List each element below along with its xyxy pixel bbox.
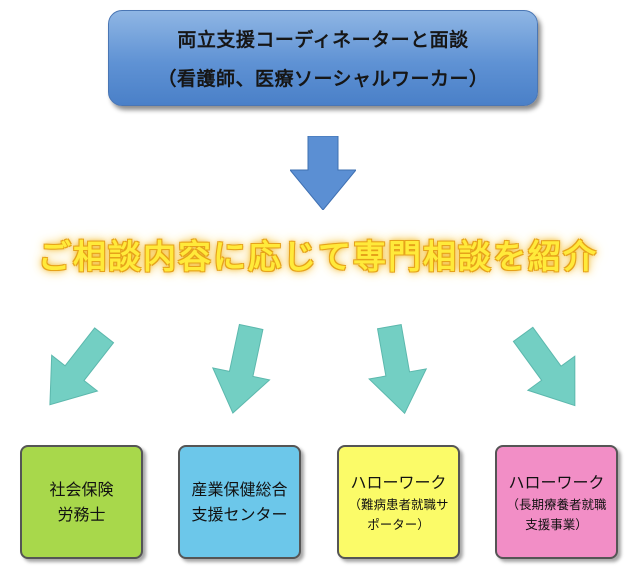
hello-work-intractable-disease-box: ハローワーク （難病患者就職サ ポーター） bbox=[337, 445, 460, 559]
box-4-title: ハローワーク bbox=[508, 472, 605, 492]
consultation-title: 両立支援コーディネーターと面談 bbox=[177, 29, 469, 51]
arrow-to-box-3-icon bbox=[368, 324, 428, 415]
box-2-line-2: 支援センター bbox=[191, 505, 288, 524]
down-arrow-icon bbox=[290, 136, 356, 210]
box-3-title: ハローワーク bbox=[350, 472, 447, 492]
box-2-line-1: 産業保健総合 bbox=[191, 480, 288, 499]
arrow-to-box-2-icon bbox=[211, 323, 271, 414]
arrow-to-box-1-icon bbox=[49, 327, 115, 406]
box-3-sub-line-1: （難病患者就職サ bbox=[348, 496, 449, 512]
occupational-health-center-box: 産業保健総合 支援センター bbox=[178, 445, 301, 559]
consultation-subtitle: （看護師、医療ソーシャルワーカー） bbox=[157, 68, 489, 90]
box-1-line-1: 社会保険 bbox=[49, 480, 114, 499]
labor-consultant-box: 社会保険 労務士 bbox=[20, 445, 143, 559]
arrow-to-box-4-icon bbox=[512, 326, 576, 407]
box-1-line-2: 労務士 bbox=[57, 505, 106, 524]
box-4-sub-line-2: 支援事業） bbox=[525, 516, 588, 532]
consultation-box: 両立支援コーディネーターと面談 （看護師、医療ソーシャルワーカー） bbox=[108, 10, 538, 106]
hello-work-long-term-care-box: ハローワーク （長期療養者就職 支援事業） bbox=[495, 445, 618, 559]
referral-banner: ご相談内容に応じて専門相談を紹介 bbox=[38, 237, 598, 276]
box-3-sub-line-2: ポーター） bbox=[367, 516, 430, 532]
box-4-sub-line-1: （長期療養者就職 bbox=[506, 496, 607, 512]
